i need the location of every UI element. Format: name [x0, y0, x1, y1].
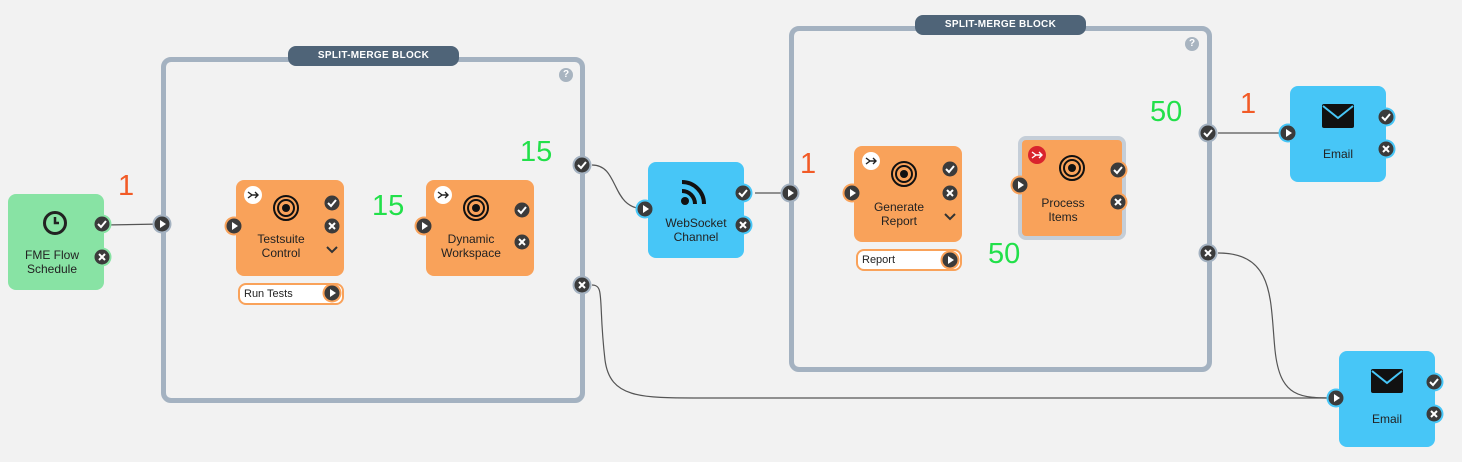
check-icon[interactable]: [322, 193, 342, 213]
close-icon[interactable]: [1108, 192, 1128, 212]
help-icon[interactable]: ?: [559, 68, 573, 82]
play-icon[interactable]: [152, 214, 172, 234]
workspace-icon: [891, 161, 917, 187]
help-icon[interactable]: ?: [1185, 37, 1199, 51]
split-icon: [434, 186, 452, 204]
node-label: FME Flow Schedule: [25, 248, 79, 276]
play-icon[interactable]: [842, 183, 862, 203]
node-label: WebSocket Channel: [665, 216, 727, 244]
block-title: SPLIT-MERGE BLOCK: [288, 46, 459, 66]
schedule-node[interactable]: FME Flow Schedule: [8, 194, 104, 290]
node-label: Email: [1322, 147, 1353, 161]
close-icon[interactable]: [1198, 243, 1218, 263]
play-icon[interactable]: [224, 216, 244, 236]
node-label: Testsuite Control: [257, 232, 305, 260]
play-icon[interactable]: [1278, 123, 1298, 143]
envelope-icon: [1322, 104, 1354, 128]
node-label: Dynamic Workspace: [441, 232, 501, 260]
email-node-1[interactable]: Email: [1290, 86, 1386, 182]
count-label: 1: [118, 170, 135, 202]
count-label: 1: [1240, 88, 1257, 120]
rss-icon: [681, 180, 706, 205]
play-icon[interactable]: [940, 250, 960, 270]
split-icon: [1028, 146, 1046, 164]
close-icon[interactable]: [940, 183, 960, 203]
count-label: 15: [520, 136, 553, 168]
check-icon[interactable]: [733, 183, 753, 203]
node-label: Process Items: [1041, 196, 1085, 224]
check-icon[interactable]: [512, 200, 532, 220]
chevron-down-icon[interactable]: [940, 206, 960, 226]
close-icon[interactable]: [572, 275, 592, 295]
play-icon[interactable]: [1010, 175, 1030, 195]
check-icon[interactable]: [92, 214, 112, 234]
close-icon[interactable]: [322, 216, 342, 236]
close-icon[interactable]: [733, 215, 753, 235]
play-icon[interactable]: [635, 199, 655, 219]
close-icon[interactable]: [1424, 404, 1444, 424]
report-parameter[interactable]: Report: [856, 249, 962, 271]
node-label: Generate Report: [873, 200, 925, 228]
check-icon[interactable]: [572, 155, 592, 175]
websocket-channel-node[interactable]: WebSocket Channel: [648, 162, 744, 258]
play-icon[interactable]: [322, 283, 342, 303]
workspace-icon: [463, 195, 489, 221]
close-icon[interactable]: [1376, 139, 1396, 159]
close-icon[interactable]: [512, 232, 532, 252]
check-icon[interactable]: [940, 159, 960, 179]
workspace-icon: [273, 195, 299, 221]
check-icon[interactable]: [1424, 372, 1444, 392]
node-label: Email: [1371, 412, 1402, 426]
play-icon[interactable]: [1326, 388, 1346, 408]
email-node-2[interactable]: Email: [1339, 351, 1435, 447]
close-icon[interactable]: [92, 247, 112, 267]
split-icon: [862, 152, 880, 170]
count-label: 50: [1150, 96, 1183, 128]
chevron-down-icon[interactable]: [322, 239, 342, 259]
check-icon[interactable]: [1376, 107, 1396, 127]
check-icon[interactable]: [1108, 160, 1128, 180]
play-icon[interactable]: [414, 216, 434, 236]
run-tests-parameter[interactable]: Run Tests: [238, 283, 344, 305]
split-icon: [244, 186, 262, 204]
play-icon[interactable]: [780, 183, 800, 203]
clock-icon: [43, 211, 67, 235]
block-title: SPLIT-MERGE BLOCK: [915, 15, 1086, 35]
generate-report-node[interactable]: Generate Report: [854, 146, 962, 242]
count-label: 15: [372, 190, 405, 222]
split-merge-block-2[interactable]: [789, 26, 1212, 372]
count-label: 50: [988, 238, 1021, 270]
process-items-node[interactable]: Process Items: [1018, 136, 1126, 240]
check-icon[interactable]: [1198, 123, 1218, 143]
workspace-icon: [1059, 155, 1085, 181]
envelope-icon: [1371, 369, 1403, 393]
dynamic-workspace-node[interactable]: Dynamic Workspace: [426, 180, 534, 276]
count-label: 1: [800, 148, 817, 180]
